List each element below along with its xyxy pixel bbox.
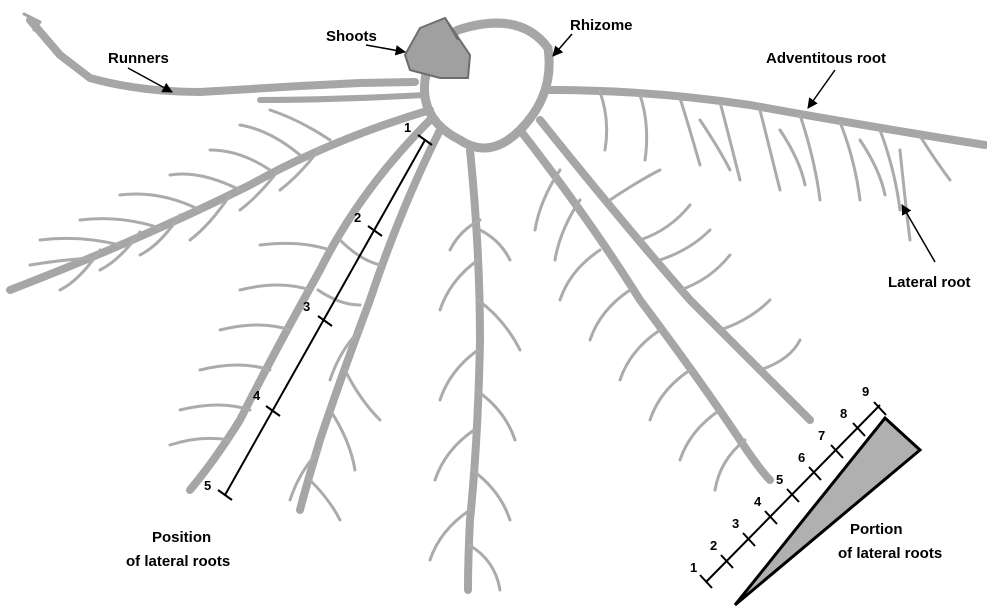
portion-tick-label-1: 1 [690,560,697,575]
position-tick-label-3: 3 [303,299,310,314]
rhizome-arrow [553,34,572,56]
portion-tick-label-8: 8 [840,406,847,421]
shoots-label: Shoots [326,28,377,45]
lateral-root-arrow [902,205,935,262]
portion-tick-label-3: 3 [732,516,739,531]
portion-tick-label-9: 9 [862,384,869,399]
position-tick-4 [266,406,280,416]
runner-stolon [24,14,415,92]
portion-label-line1: Portion [850,521,903,538]
portion-tick-label-5: 5 [776,472,783,487]
portion-tick-label-2: 2 [710,538,717,553]
portion-tick-7 [831,445,843,458]
adventitous-root-label: Adventitous root [766,50,886,67]
position-tick-5 [218,490,232,500]
position-tick-label-1: 1 [404,120,411,135]
position-tick-label-5: 5 [204,478,211,493]
adventitous-root-arrow [808,70,835,108]
portion-wedge [735,418,920,605]
shoots-arrow [366,45,405,52]
position-tick-label-2: 2 [354,210,361,225]
portion-label-line2: of lateral roots [838,545,942,562]
portion-tick-5 [787,489,799,502]
position-tick-label-4: 4 [253,388,261,403]
portion-tick-label-6: 6 [798,450,805,465]
portion-tick-6 [809,467,821,480]
position-tick-1 [418,135,432,145]
lateral-root-label: Lateral root [888,274,971,291]
runners-label: Runners [108,50,169,67]
position-label-line1: Position [152,529,211,546]
portion-tick-label-4: 4 [754,494,762,509]
rhizome-label: Rhizome [570,17,633,34]
portion-tick-label-7: 7 [818,428,825,443]
position-label-line2: of lateral roots [126,553,230,570]
